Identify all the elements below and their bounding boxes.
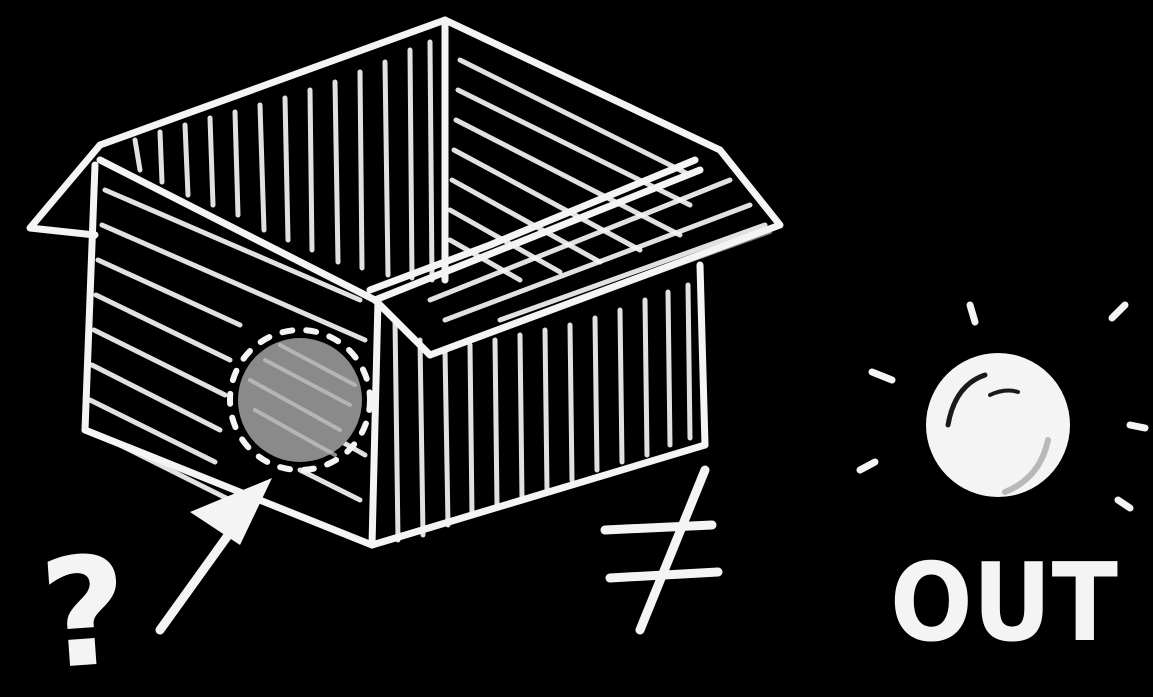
hidden-ball xyxy=(238,338,362,462)
arrow-icon xyxy=(160,478,272,630)
out-label: OUT xyxy=(890,541,1118,666)
box-front-right-wall xyxy=(395,285,690,540)
glowing-ball-icon xyxy=(860,305,1145,508)
question-mark: ? xyxy=(35,524,134,697)
not-equal-icon xyxy=(605,470,718,630)
open-box xyxy=(30,20,780,545)
